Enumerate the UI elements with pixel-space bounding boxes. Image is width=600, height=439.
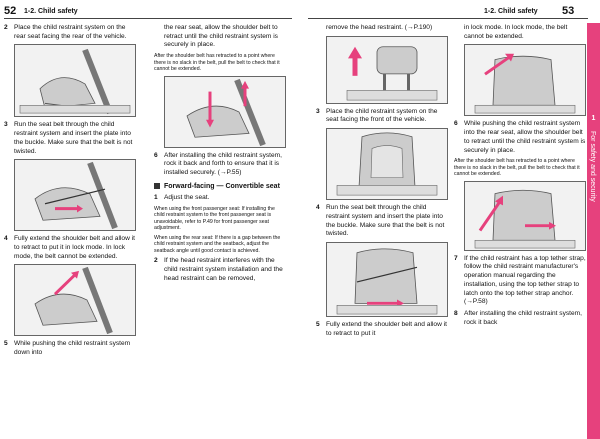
illustration-push-seat-down [164,75,286,148]
chapter-number: 1 [591,115,596,122]
right-header-rule [308,18,588,19]
note-front-passenger-seat: When using the front passenger seat: If … [154,205,275,232]
illustration-forward-belt-buckle [326,241,448,317]
left-page-number: 52 [4,5,17,17]
illustration-push-seat-into-rear [464,180,586,251]
square-bullet-icon [154,182,160,189]
note-rear-seat: When using the rear seat: If there is a … [154,234,281,254]
illustration-belt-through-seat [14,159,136,232]
illustration-forward-facing-seat [326,128,448,201]
step-5-lock-continued: in lock mode. In lock mode, the belt can… [464,24,568,40]
right-page-number: 53 [562,5,575,17]
left-header-rule [4,18,292,19]
column-4: in lock mode. In lock mode, the belt can… [454,24,586,330]
column-2: the rear seat, allow the shoulder belt t… [154,24,286,286]
step-2-continued: remove the head restraint. (→P.190) [326,24,433,31]
chapter-title: For safety and security [589,131,596,202]
right-section-title: 1-2. Child safety [484,8,538,15]
note-shoulder-belt-check: After the shoulder belt has retracted to… [154,53,280,73]
illustration-remove-head-restraint [326,35,448,104]
illustration-lock-mode [464,44,586,117]
note-belt-slack-check: After the shoulder belt has retracted to… [454,158,580,178]
illustration-rear-facing-seat [14,44,136,118]
left-section-title: 1-2. Child safety [24,8,78,15]
chapter-side-tab: 1 For safety and security [587,23,600,439]
step-5-continued: the rear seat, allow the shoulder belt t… [164,24,278,49]
section-heading-forward-facing: Forward-facing — Convertible seat [154,182,286,191]
illustration-shoulder-belt-extend [14,264,136,337]
